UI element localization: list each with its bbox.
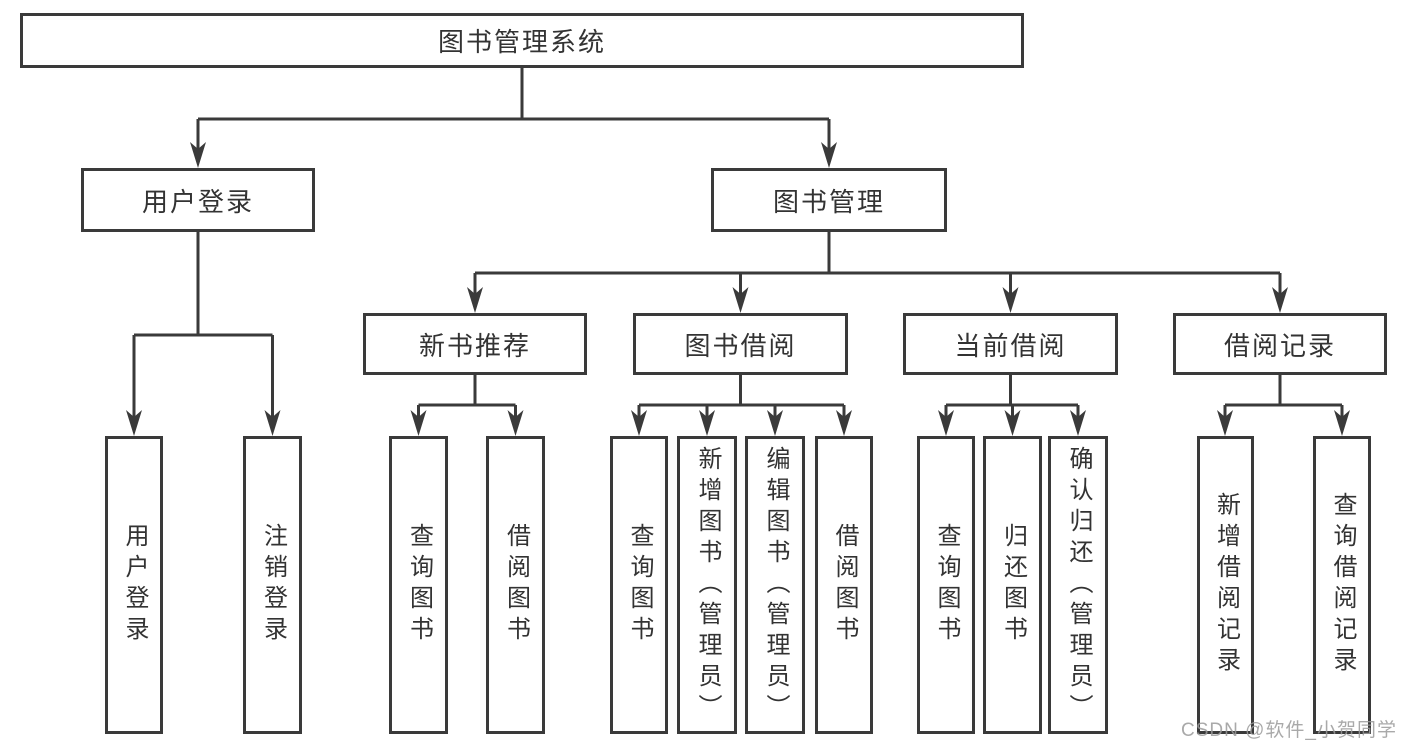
node-book-management: 图书管理: [711, 168, 947, 232]
node-label: 图书管理系统: [437, 27, 606, 57]
leaf-add-borrow-record: 新增借阅记录: [1197, 436, 1254, 734]
leaf-query-books-current: 查询图书: [917, 436, 975, 734]
node-borrowing-records: 借阅记录: [1173, 313, 1387, 375]
leaf-query-borrow-record: 查询借阅记录: [1313, 436, 1371, 734]
leaf-logout: 注销登录: [243, 436, 302, 734]
leaf-edit-books-admin: 编辑图书（管理员）: [745, 436, 805, 734]
leaf-label: 新增图书（管理员）: [694, 445, 721, 725]
node-user-login: 用户登录: [81, 168, 315, 232]
node-library-management-system: 图书管理系统: [20, 13, 1024, 68]
csdn-watermark: CSDN @软件_小贺同学: [1181, 720, 1397, 741]
node-label: 新书推荐: [418, 330, 531, 361]
leaf-borrow-books-recommend: 借阅图书: [486, 436, 545, 734]
leaf-add-books-admin: 新增图书（管理员）: [677, 436, 737, 734]
node-book-borrowing: 图书借阅: [633, 313, 848, 375]
leaf-query-books-borrow: 查询图书: [610, 436, 668, 734]
leaf-confirm-return-admin: 确认归还（管理员）: [1048, 436, 1108, 734]
node-label: 图书管理: [772, 186, 885, 217]
leaf-label: 借阅图书: [502, 523, 530, 647]
node-label: 借阅记录: [1223, 330, 1336, 361]
leaf-label: 查询借阅记录: [1329, 492, 1356, 678]
leaf-label: 确认归还（管理员）: [1065, 445, 1092, 725]
leaf-label: 编辑图书（管理员）: [762, 445, 789, 725]
leaf-label: 新增借阅记录: [1212, 492, 1240, 678]
leaf-user-login: 用户登录: [105, 436, 163, 734]
leaf-borrow-books: 借阅图书: [815, 436, 873, 734]
node-label: 用户登录: [141, 186, 254, 217]
leaf-label: 查询图书: [626, 523, 653, 647]
node-current-borrowing: 当前借阅: [903, 313, 1118, 375]
leaf-return-books: 归还图书: [983, 436, 1042, 734]
leaf-label: 注销登录: [259, 523, 287, 647]
leaf-query-books-recommend: 查询图书: [389, 436, 448, 734]
node-label: 图书借阅: [684, 330, 797, 361]
node-new-book-recommendation: 新书推荐: [363, 313, 587, 375]
leaf-label: 借阅图书: [831, 523, 858, 647]
leaf-label: 查询图书: [405, 523, 433, 647]
leaf-label: 归还图书: [999, 523, 1027, 647]
leaf-label: 用户登录: [121, 523, 148, 647]
leaf-label: 查询图书: [933, 523, 960, 647]
node-label: 当前借阅: [954, 330, 1067, 361]
